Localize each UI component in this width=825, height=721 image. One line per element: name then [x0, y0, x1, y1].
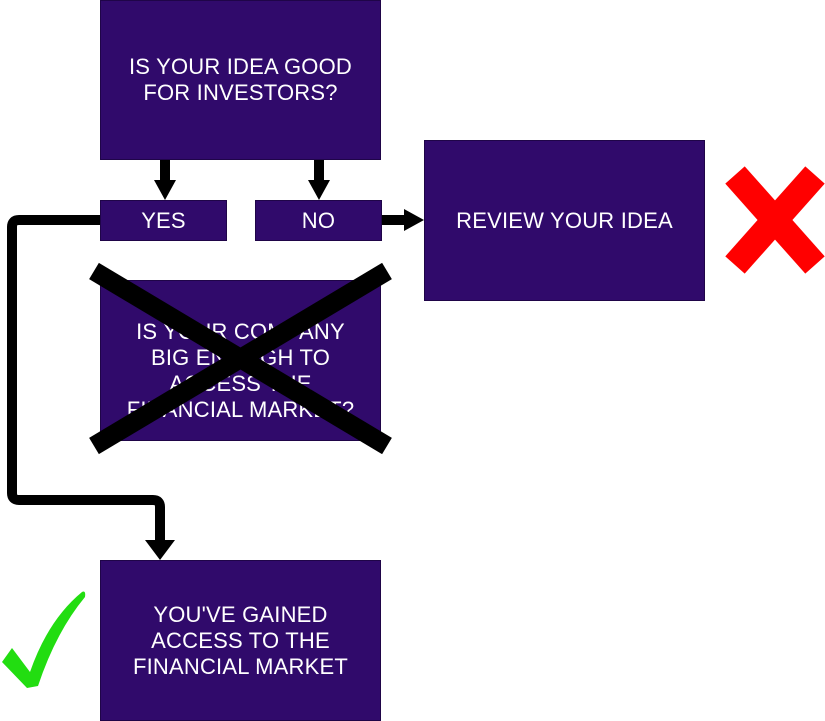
red-x-icon — [725, 166, 825, 274]
arrow-yes-to-result — [7, 215, 165, 542]
green-checkmark-icon — [2, 591, 86, 688]
arrowhead-no — [308, 180, 330, 200]
arrowhead-result — [145, 540, 175, 560]
arrowhead-yes — [154, 180, 176, 200]
no-box: NO — [255, 200, 382, 241]
review-idea-box: REVIEW YOUR IDEA — [424, 140, 705, 301]
yes-box: YES — [100, 200, 227, 241]
arrowhead-review — [404, 209, 424, 231]
gained-access-box: YOU'VE GAINED ACCESS TO THE FINANCIAL MA… — [100, 560, 381, 721]
strike-out-cross — [89, 262, 392, 455]
investor-question-box: IS YOUR IDEA GOOD FOR INVESTORS? — [100, 0, 381, 160]
